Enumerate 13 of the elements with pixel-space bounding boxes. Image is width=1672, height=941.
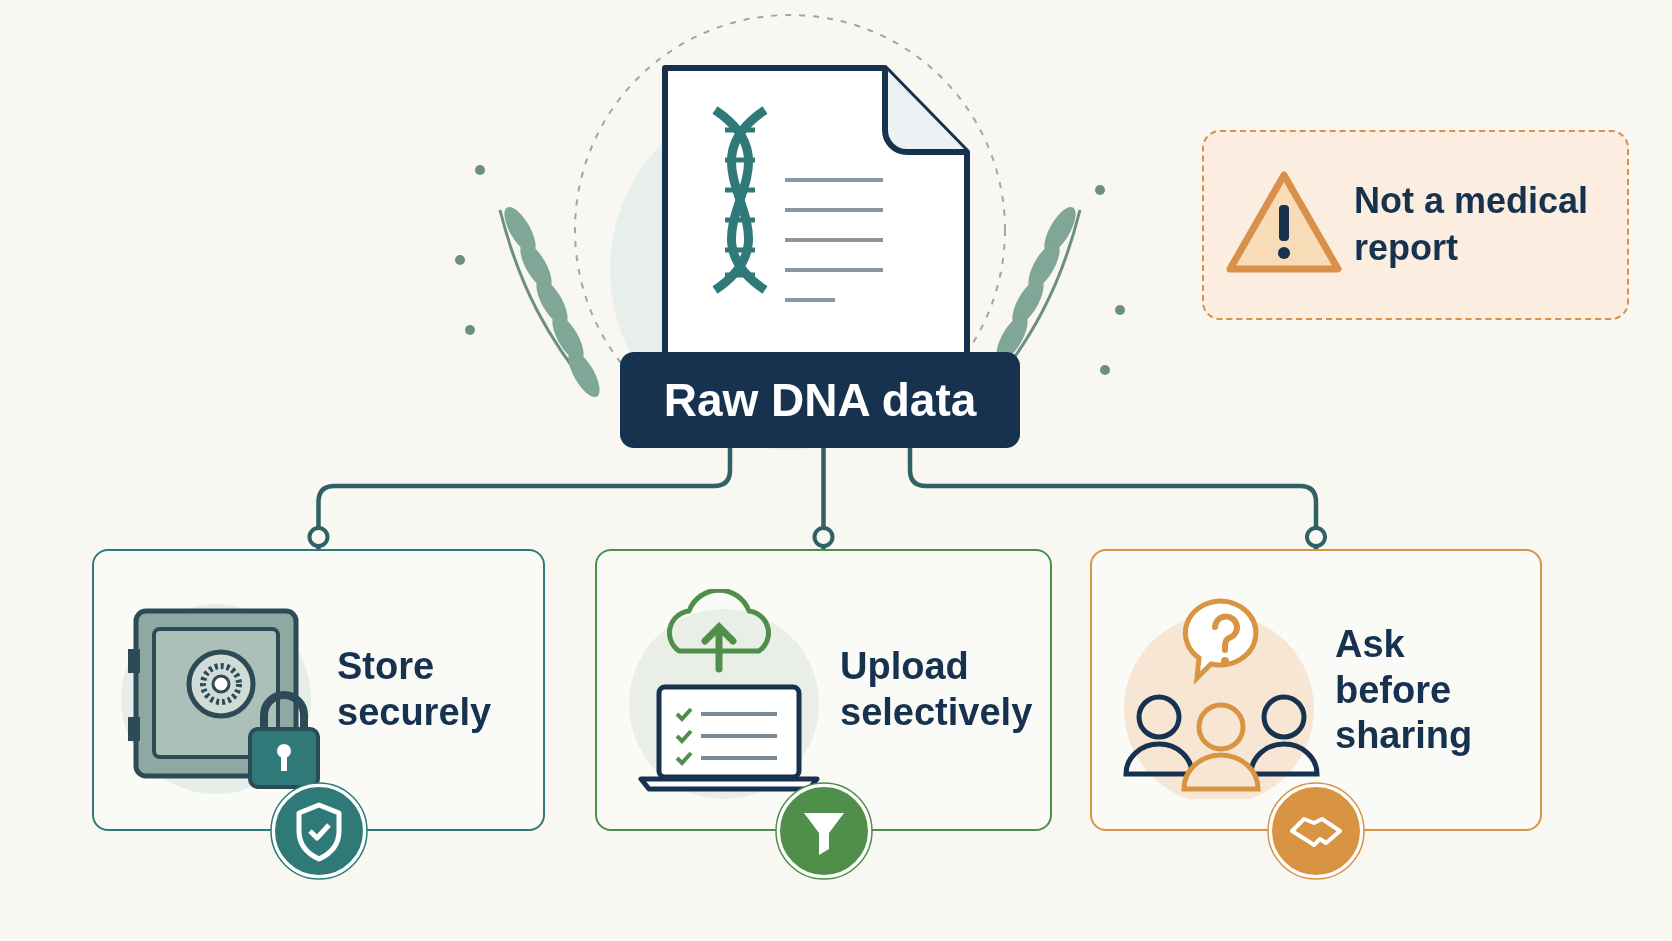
warning-text: Not a medical report	[1354, 179, 1590, 270]
tip-card	[92, 549, 545, 831]
card-title: Store securely	[337, 644, 493, 735]
title-box	[620, 352, 1020, 448]
tip-card	[595, 549, 1052, 831]
card-title: Ask before sharing	[1335, 621, 1474, 758]
title-text: Raw DNA data	[663, 373, 977, 427]
connector-line	[812, 448, 835, 549]
warning-note	[1202, 130, 1629, 320]
connector-line	[307, 448, 733, 549]
tip-card	[1090, 549, 1542, 831]
card-title: Upload selectively	[840, 644, 1034, 735]
connector-line	[907, 448, 1327, 549]
